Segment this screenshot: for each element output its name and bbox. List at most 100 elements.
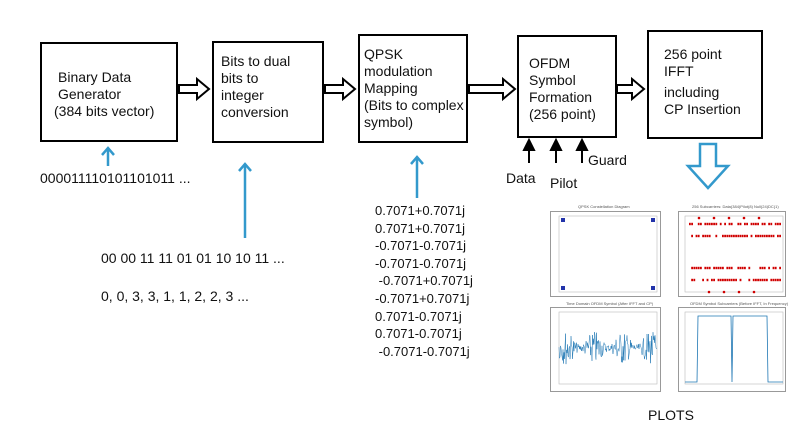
subcarrier-marker bbox=[759, 266, 762, 270]
arrow-dualbits-to-qpsk bbox=[324, 76, 357, 102]
subcarrier-marker bbox=[772, 278, 775, 282]
subcarrier-marker bbox=[724, 222, 726, 226]
pilot-marker bbox=[722, 290, 726, 294]
subcarrier-marker bbox=[700, 222, 702, 226]
subcarrier-marker bbox=[759, 234, 762, 238]
subcarrier-marker bbox=[741, 266, 744, 270]
subcarrier-marker bbox=[737, 266, 740, 270]
subcarrier-marker bbox=[713, 222, 715, 226]
subcarrier-marker bbox=[755, 222, 757, 226]
subcarrier-marker bbox=[717, 278, 720, 282]
subcarrier-marker bbox=[779, 266, 781, 270]
subcarrier-marker bbox=[768, 266, 770, 270]
subcarrier-marker bbox=[724, 278, 726, 282]
time-signal-line bbox=[558, 332, 658, 365]
subcarrier-marker bbox=[741, 234, 744, 238]
arrow-ofdm-to-ifft bbox=[616, 76, 646, 102]
block-ofdm-formation bbox=[517, 35, 617, 138]
plot-axes bbox=[558, 215, 658, 293]
qpsk-symbol-list: 0.7071+0.7071j 0.7071+0.7071j -0.7071-0.… bbox=[375, 202, 473, 360]
subcarrier-marker bbox=[715, 222, 718, 226]
block-ifft-text: 256 point IFFT including CP Insertion bbox=[664, 46, 741, 117]
subcarrier-marker bbox=[706, 234, 709, 238]
subcarrier-marker bbox=[695, 266, 698, 270]
subcarrier-marker bbox=[691, 222, 693, 226]
subcarrier-marker bbox=[722, 278, 724, 282]
block-dual-bits bbox=[212, 41, 324, 143]
constellation-point bbox=[651, 286, 655, 290]
subcarrier-marker bbox=[759, 278, 762, 282]
subcarrier-marker bbox=[695, 234, 698, 238]
dual-bit-sequence: 00 00 11 11 01 01 10 10 11 ... bbox=[101, 250, 285, 266]
qpsk-symbol: -0.7071-0.7071j bbox=[375, 343, 470, 359]
block-qpsk-mapping-text: QPSK modulation Mapping (Bits to complex… bbox=[364, 46, 464, 130]
subcarrier-marker bbox=[777, 234, 779, 238]
subcarrier-marker bbox=[726, 234, 729, 238]
subcarrier-marker bbox=[730, 278, 733, 282]
subcarrier-marker bbox=[730, 222, 733, 226]
subcarrier-marker bbox=[706, 266, 709, 270]
subcarrier-marker bbox=[737, 222, 740, 226]
subcarrier-marker bbox=[748, 278, 751, 282]
subcarrier-marker bbox=[763, 234, 766, 238]
qpsk-symbol: 0.7071+0.7071j bbox=[375, 220, 466, 236]
subcarrier-marker bbox=[739, 222, 742, 226]
block-ofdm-formation-text: OFDM Symbol Formation (256 point) bbox=[529, 55, 596, 122]
subcarrier-marker bbox=[744, 234, 746, 238]
plots-panel: QPSK Constellation Diagram 256 Subcarrie… bbox=[540, 202, 788, 398]
subcarrier-marker bbox=[697, 222, 700, 226]
qpsk-symbol: -0.7071-0.7071j bbox=[375, 238, 467, 254]
subcarrier-marker bbox=[768, 222, 770, 226]
subcarrier-marker bbox=[728, 234, 731, 238]
input-label-data: Data bbox=[506, 170, 536, 186]
subcarrier-marker bbox=[750, 222, 753, 226]
subcarrier-marker bbox=[737, 234, 740, 238]
plot-title-subcarriers: 256 Subcarriers: Data(384)Pilot(8) Null(… bbox=[692, 204, 779, 209]
subcarrier-marker bbox=[719, 222, 722, 226]
subcarrier-marker bbox=[733, 234, 735, 238]
plot-constellation bbox=[550, 211, 661, 297]
subcarrier-marker bbox=[777, 278, 779, 282]
subcarrier-marker bbox=[750, 234, 753, 238]
subcarrier-marker bbox=[748, 266, 751, 270]
subcarrier-marker bbox=[726, 278, 729, 282]
subcarrier-marker bbox=[763, 266, 766, 270]
subcarrier-marker bbox=[702, 234, 704, 238]
plot-subcarriers bbox=[678, 211, 786, 297]
plot-title-time-domain: Time Domain OFDM Symbol (After IFFT and … bbox=[566, 301, 654, 306]
subcarrier-marker bbox=[774, 266, 777, 270]
subcarrier-marker bbox=[691, 266, 693, 270]
constellation-svg bbox=[558, 215, 658, 293]
subcarrier-marker bbox=[779, 278, 781, 282]
constellation-point bbox=[651, 218, 655, 222]
subcarrier-marker bbox=[706, 278, 709, 282]
subcarrier-marker bbox=[728, 278, 731, 282]
arrow-ifft-to-plots bbox=[685, 142, 731, 190]
subcarrier-marker bbox=[752, 222, 755, 226]
pilot-marker bbox=[752, 290, 756, 294]
subcarrier-marker bbox=[728, 222, 731, 226]
subcarrier-marker bbox=[719, 266, 722, 270]
plot-freq-domain bbox=[678, 307, 786, 392]
integer-sequence: 0, 0, 3, 3, 1, 1, 2, 2, 3 ... bbox=[101, 288, 249, 304]
plot-title-freq-domain: OFDM Symbol Subcarriers (Before IFFT, In… bbox=[690, 301, 789, 306]
subcarrier-marker bbox=[697, 234, 700, 238]
subcarrier-marker bbox=[757, 234, 759, 238]
subcarrier-marker bbox=[730, 266, 733, 270]
subcarrier-marker bbox=[770, 222, 773, 226]
pilot-marker bbox=[742, 216, 746, 220]
subcarrier-marker bbox=[739, 266, 742, 270]
pilot-marker bbox=[707, 290, 711, 294]
pilot-marker bbox=[712, 216, 716, 220]
freq-spectrum-line bbox=[685, 315, 783, 383]
subcarrier-marker bbox=[739, 234, 742, 238]
block-binary-generator bbox=[40, 42, 178, 142]
plot-axes bbox=[684, 215, 784, 293]
plot-title-constellation: QPSK Constellation Diagram bbox=[578, 204, 630, 209]
qpsk-symbol: -0.7071+0.7071j bbox=[375, 273, 473, 289]
subcarrier-marker bbox=[763, 222, 766, 226]
ofdm-input-arrows bbox=[522, 137, 589, 163]
subcarrier-marker bbox=[724, 234, 726, 238]
pilot-marker bbox=[757, 216, 761, 220]
subcarrier-marker bbox=[768, 234, 770, 238]
